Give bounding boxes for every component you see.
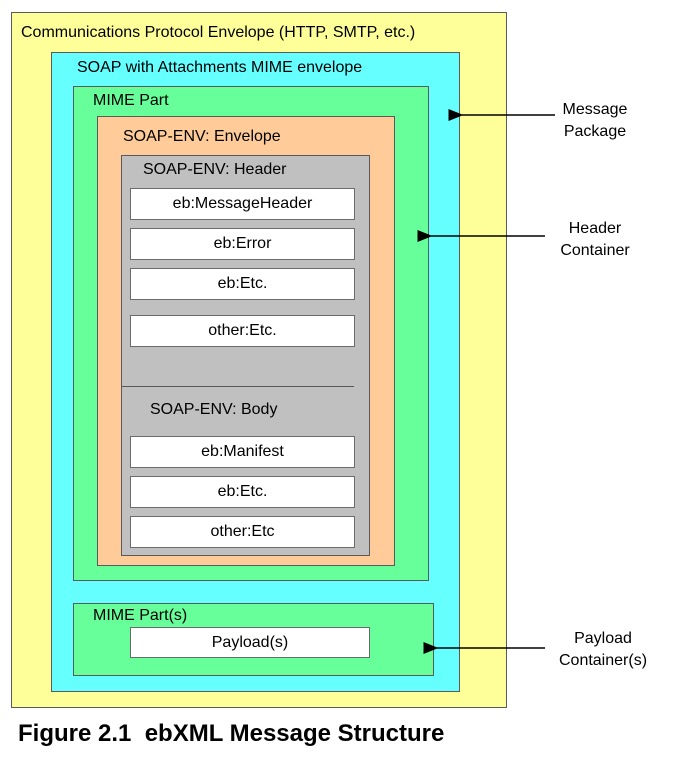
soap-env-header-label: SOAP-ENV: Header (143, 161, 287, 178)
mime-part-label: MIME Part (93, 92, 169, 109)
header-item: eb:Error (130, 228, 355, 260)
body-item: eb:Manifest (130, 436, 355, 468)
body-item: other:Etc (130, 516, 355, 548)
body-item: eb:Etc. (130, 476, 355, 508)
header-item: eb:Etc. (130, 268, 355, 300)
soap-env-envelope-label: SOAP-ENV: Envelope (123, 128, 281, 145)
header-body-divider (121, 386, 354, 387)
message-package-label: Message Package (562, 101, 628, 140)
payload-item: Payload(s) (130, 627, 370, 658)
soap-env-body-label: SOAP-ENV: Body (150, 401, 278, 418)
figure-caption: Figure 2.1 ebXML Message Structure (18, 720, 445, 747)
communications-envelope-label: Communications Protocol Envelope (HTTP, … (21, 24, 416, 41)
header-container-label: Header Container (560, 220, 630, 259)
soap-mime-envelope-label: SOAP with Attachments MIME envelope (77, 59, 363, 76)
mime-parts-label: MIME Part(s) (93, 607, 188, 624)
header-item: eb:MessageHeader (130, 188, 355, 220)
header-item: other:Etc. (130, 315, 355, 347)
payload-container-label: Payload Container(s) (558, 630, 648, 669)
